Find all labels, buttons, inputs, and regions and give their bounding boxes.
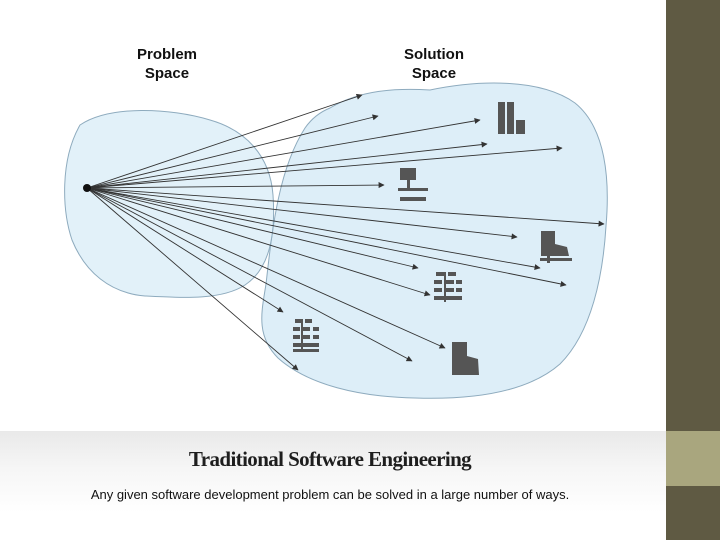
- arrow: [86, 187, 446, 349]
- small-grid-icon: [293, 319, 319, 352]
- arrow: [86, 187, 284, 313]
- problem-solution-diagram: Problem Space Solution Space: [64, 46, 608, 399]
- arrow: [86, 187, 605, 227]
- arrow: [86, 187, 431, 297]
- grid-icon: [434, 272, 462, 302]
- arrow: [86, 187, 299, 371]
- boot-icon: [452, 342, 479, 375]
- bar-chart-icon: [498, 102, 525, 134]
- arrow: [86, 141, 488, 189]
- arrow: [86, 187, 518, 240]
- problem-space-region: [64, 110, 275, 298]
- accent-bar-middle: [666, 431, 720, 486]
- arrow: [86, 145, 563, 189]
- arrow: [86, 182, 385, 189]
- problem-space-label: Problem: [137, 46, 197, 63]
- caption-background: [0, 431, 666, 540]
- problem-space-label-line2: Space: [145, 65, 189, 82]
- solution-space-label-line2: Space: [412, 65, 456, 82]
- caption-body: Any given software development problem c…: [90, 487, 570, 502]
- problem-origin-point: [83, 184, 91, 192]
- arrow: [86, 187, 541, 271]
- boot-icon: [540, 231, 572, 263]
- solution-arrows: [86, 93, 605, 371]
- accent-bar-top: [666, 0, 720, 431]
- arrow: [86, 187, 419, 270]
- arrow: [86, 117, 481, 189]
- arrow: [86, 93, 363, 189]
- arrow: [86, 114, 379, 189]
- accent-bar-bottom: [666, 486, 720, 540]
- org-chart-icon: [398, 168, 428, 201]
- arrow: [86, 187, 413, 362]
- caption-title: Traditional Software Engineering: [188, 447, 472, 471]
- arrow: [86, 187, 567, 287]
- solution-space-label: Solution: [404, 46, 464, 63]
